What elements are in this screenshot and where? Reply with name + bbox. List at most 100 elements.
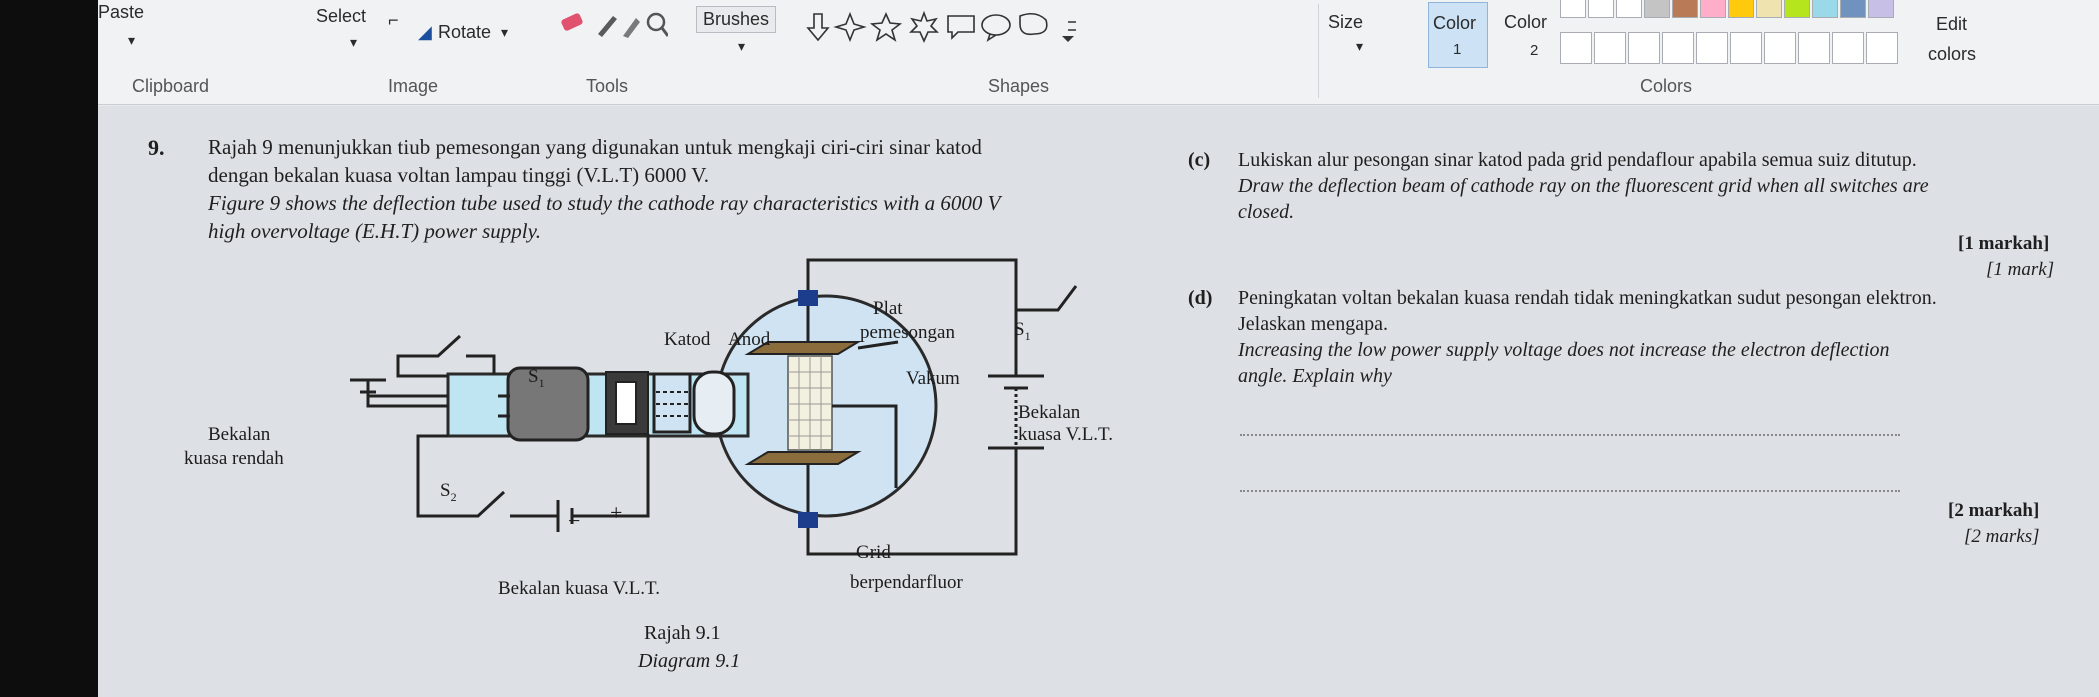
part-d-en-line2: angle. Explain why xyxy=(1238,365,1392,387)
palette-swatch[interactable] xyxy=(1672,0,1698,18)
label-plus: + xyxy=(610,500,623,525)
label-s1-top-text: S xyxy=(528,366,539,387)
color1-number: 1 xyxy=(1453,41,1462,58)
paste-dropdown-icon[interactable]: ▾ xyxy=(128,32,136,48)
palette-swatch-custom[interactable] xyxy=(1696,32,1728,64)
part-d-ms-line1: Peningkatan voltan bekalan kuasa rendah … xyxy=(1238,287,1937,309)
deflection-tube-diagram xyxy=(350,258,1078,556)
rotate-icon[interactable]: ◢ xyxy=(418,22,432,42)
select-button[interactable]: Select xyxy=(316,6,367,26)
palette-swatch[interactable] xyxy=(1728,0,1754,18)
palette-swatch-custom[interactable] xyxy=(1764,32,1796,64)
part-c-label: (c) xyxy=(1188,149,1211,171)
group-clipboard: Clipboard xyxy=(132,76,210,96)
part-d-label: (d) xyxy=(1188,287,1213,309)
palette-swatch[interactable] xyxy=(1812,0,1838,18)
part-c-mark-en: [1 mark] xyxy=(1986,259,2055,280)
color2-number[interactable]: 2 xyxy=(1530,42,1539,59)
part-c-mark-ms: [1 markah] xyxy=(1958,233,2050,254)
shapes-gallery[interactable] xyxy=(806,10,1106,49)
label-bekalan-vlt-b: kuasa V.L.T. xyxy=(1018,424,1113,445)
color1-label: Color xyxy=(1433,13,1477,33)
brushes-button[interactable]: Brushes xyxy=(696,6,777,33)
palette-swatch[interactable] xyxy=(1756,0,1782,18)
part-d-ms-line2: Jelaskan mengapa. xyxy=(1238,313,1388,335)
tools-svg xyxy=(561,12,670,38)
top-plate xyxy=(744,341,862,355)
palette-swatch-custom[interactable] xyxy=(1662,32,1694,64)
edit-colors-label[interactable]: colors xyxy=(1928,44,1977,64)
palette-swatch[interactable] xyxy=(1840,0,1866,18)
crop-icon[interactable]: ⌐ xyxy=(388,10,399,30)
label-katod: Katod xyxy=(664,329,711,350)
part-c-ms: Lukiskan alur pesongan sinar katod pada … xyxy=(1238,149,1917,171)
group-shapes: Shapes xyxy=(988,76,1050,96)
palette-swatch[interactable] xyxy=(1616,0,1642,18)
label-s2: S2 xyxy=(440,480,457,505)
palette-swatch-custom[interactable] xyxy=(1628,32,1660,64)
label-s2-text: S xyxy=(440,480,451,501)
question-number: 9. xyxy=(148,135,165,160)
answer-line-2 xyxy=(1240,490,1900,492)
paint-canvas[interactable]: 9. Rajah 9 menunjukkan tiub pemesongan y… xyxy=(98,106,2099,697)
label-pemesongan: pemesongan xyxy=(860,322,955,343)
question-ms-line2: dengan bekalan kuasa voltan lampau tingg… xyxy=(208,163,709,187)
ribbon: Paste ▾ Select ▾ ⌐ ◢ Rotate ▾ Brushes ▾ xyxy=(98,0,2099,105)
group-image: Image xyxy=(388,76,439,96)
palette-swatch[interactable] xyxy=(1784,0,1810,18)
label-vakum: Vakum xyxy=(906,368,960,389)
label-bekalan-rendah-b: kuasa rendah xyxy=(184,448,284,469)
label-bekalan-bottom: Bekalan kuasa V.L.T. xyxy=(498,578,660,599)
label-anod: Anod xyxy=(728,329,771,350)
palette-swatch[interactable] xyxy=(1588,0,1614,18)
bottom-plate xyxy=(744,451,862,465)
palette-swatch[interactable] xyxy=(1560,0,1586,18)
ribbon-separator xyxy=(1318,4,1319,98)
paste-button[interactable]: Paste xyxy=(98,2,145,22)
shapes-svg xyxy=(806,10,1076,43)
label-bekalan-rendah-a: Bekalan xyxy=(208,424,271,445)
rotate-dropdown-icon[interactable]: ▾ xyxy=(501,24,509,40)
color2-label[interactable]: Color xyxy=(1504,12,1548,32)
cathode xyxy=(506,366,590,442)
palette-swatch[interactable] xyxy=(1868,0,1894,18)
palette-swatch-custom[interactable] xyxy=(1730,32,1762,64)
color1-button[interactable]: Color 1 xyxy=(1428,2,1488,68)
label-s1-right: S1 xyxy=(1014,319,1031,344)
palette-swatch-custom[interactable] xyxy=(1832,32,1864,64)
size-dropdown-icon[interactable]: ▾ xyxy=(1356,38,1364,54)
label-bekalan-vlt-a: Bekalan xyxy=(1018,402,1081,423)
brushes-dropdown-icon[interactable]: ▾ xyxy=(738,38,746,54)
label-s1-right-text: S xyxy=(1014,319,1025,340)
caption-ms: Rajah 9.1 xyxy=(644,622,721,644)
caption-en: Diagram 9.1 xyxy=(638,650,741,672)
question-en-line2: high overvoltage (E.H.T) power supply. xyxy=(208,219,542,243)
edit-colors-button[interactable]: Edit xyxy=(1936,14,1968,34)
paint-window: Paste ▾ Select ▾ ⌐ ◢ Rotate ▾ Brushes ▾ xyxy=(98,0,2099,697)
label-plat: Plat xyxy=(873,298,903,319)
label-s1-right-sub: 1 xyxy=(1024,328,1031,343)
part-c-en-line1: Draw the deflection beam of cathode ray … xyxy=(1238,175,1929,197)
size-button[interactable]: Size xyxy=(1328,12,1364,32)
label-s1-top-sub: 1 xyxy=(538,375,545,390)
label-minus: − xyxy=(568,508,581,533)
palette-swatch[interactable] xyxy=(1644,0,1670,18)
palette-swatch-custom[interactable] xyxy=(1866,32,1898,64)
palette-swatch-custom[interactable] xyxy=(1798,32,1830,64)
answer-line-1 xyxy=(1240,434,1900,436)
part-d-mark-ms: [2 markah] xyxy=(1948,500,2040,521)
part-d-mark-en: [2 marks] xyxy=(1964,526,2040,547)
question-en-line1: Figure 9 shows the deflection tube used … xyxy=(208,191,1001,215)
label-s1-top: S1 xyxy=(528,366,545,391)
palette-swatch[interactable] xyxy=(1700,0,1726,18)
label-s2-sub: 2 xyxy=(450,489,457,504)
select-dropdown-icon[interactable]: ▾ xyxy=(350,34,358,50)
rotate-button[interactable]: Rotate xyxy=(438,22,492,42)
label-grid-b: berpendarfluor xyxy=(850,572,963,593)
tools-icons[interactable] xyxy=(558,8,670,47)
label-grid-a: Grid xyxy=(856,542,891,563)
palette-swatch-custom[interactable] xyxy=(1594,32,1626,64)
group-colors: Colors xyxy=(1640,76,1693,96)
part-c-en-line2: closed. xyxy=(1238,201,1295,223)
palette-swatch-custom[interactable] xyxy=(1560,32,1592,64)
